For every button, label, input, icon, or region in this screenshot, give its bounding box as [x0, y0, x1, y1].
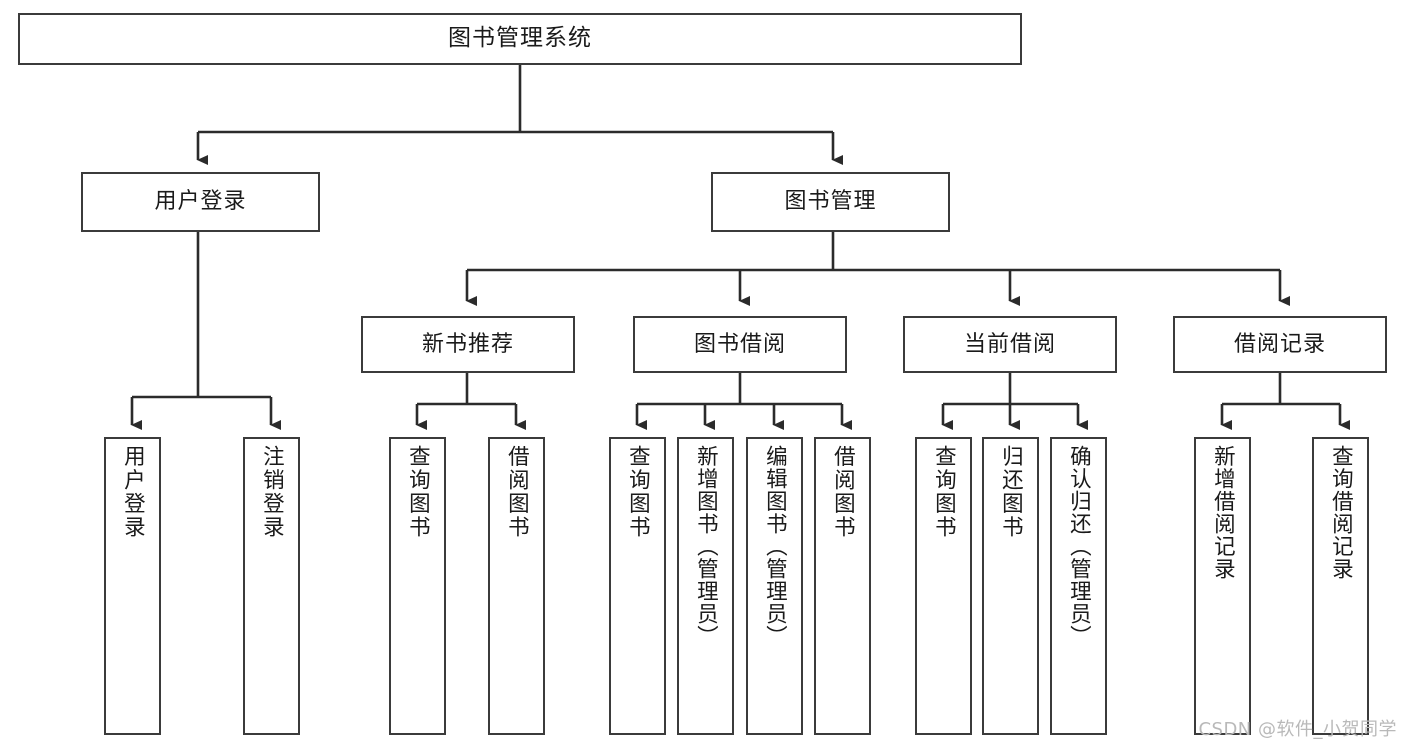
- node-label: 查询借阅记录: [1328, 445, 1354, 580]
- node-label: 借阅图书: [830, 445, 856, 539]
- watermark: CSDN @软件_小贺同学: [1198, 719, 1397, 740]
- leaf-add-book-admin[interactable]: 新增图书（管理员）: [677, 437, 734, 735]
- node-book-borrow[interactable]: 图书借阅: [633, 316, 847, 373]
- node-label: 编辑图书（管理员）: [762, 445, 788, 648]
- leaf-query-book-current[interactable]: 查询图书: [915, 437, 972, 735]
- leaf-borrow-book-recommend[interactable]: 借阅图书: [488, 437, 545, 735]
- node-label: 用户登录: [154, 189, 247, 215]
- node-label: 用户登录: [120, 445, 146, 539]
- node-label: 借阅记录: [1233, 331, 1326, 357]
- node-label: 归还图书: [998, 445, 1024, 539]
- leaf-return-book[interactable]: 归还图书: [982, 437, 1039, 735]
- leaf-add-borrow-record[interactable]: 新增借阅记录: [1194, 437, 1251, 735]
- leaf-edit-book-admin[interactable]: 编辑图书（管理员）: [746, 437, 803, 735]
- node-label: 确认归还（管理员）: [1066, 445, 1092, 648]
- node-user-login[interactable]: 用户登录: [81, 172, 320, 232]
- node-label: 查询图书: [405, 445, 431, 539]
- leaf-confirm-return-admin[interactable]: 确认归还（管理员）: [1050, 437, 1107, 735]
- leaf-query-book-borrow[interactable]: 查询图书: [609, 437, 666, 735]
- node-label: 图书管理: [784, 189, 877, 215]
- node-new-book-recommend[interactable]: 新书推荐: [361, 316, 575, 373]
- node-label: 查询图书: [931, 445, 957, 539]
- leaf-query-book-recommend[interactable]: 查询图书: [389, 437, 446, 735]
- leaf-user-login[interactable]: 用户登录: [104, 437, 161, 735]
- node-label: 借阅图书: [504, 445, 530, 539]
- node-label: 图书借阅: [693, 331, 786, 357]
- node-book-management[interactable]: 图书管理: [711, 172, 950, 232]
- node-label: 新书推荐: [421, 331, 514, 357]
- node-label: 图书管理系统: [448, 25, 592, 52]
- node-label: 新增图书（管理员）: [693, 445, 719, 648]
- node-label: 查询图书: [625, 445, 651, 539]
- node-label: 当前借阅: [963, 331, 1056, 357]
- leaf-borrow-book[interactable]: 借阅图书: [814, 437, 871, 735]
- node-label: 注销登录: [259, 445, 285, 539]
- node-borrow-record[interactable]: 借阅记录: [1173, 316, 1387, 373]
- node-current-borrow[interactable]: 当前借阅: [903, 316, 1117, 373]
- node-root-system[interactable]: 图书管理系统: [18, 13, 1022, 65]
- node-label: 新增借阅记录: [1210, 445, 1236, 580]
- leaf-query-borrow-record[interactable]: 查询借阅记录: [1312, 437, 1369, 735]
- leaf-logout[interactable]: 注销登录: [243, 437, 300, 735]
